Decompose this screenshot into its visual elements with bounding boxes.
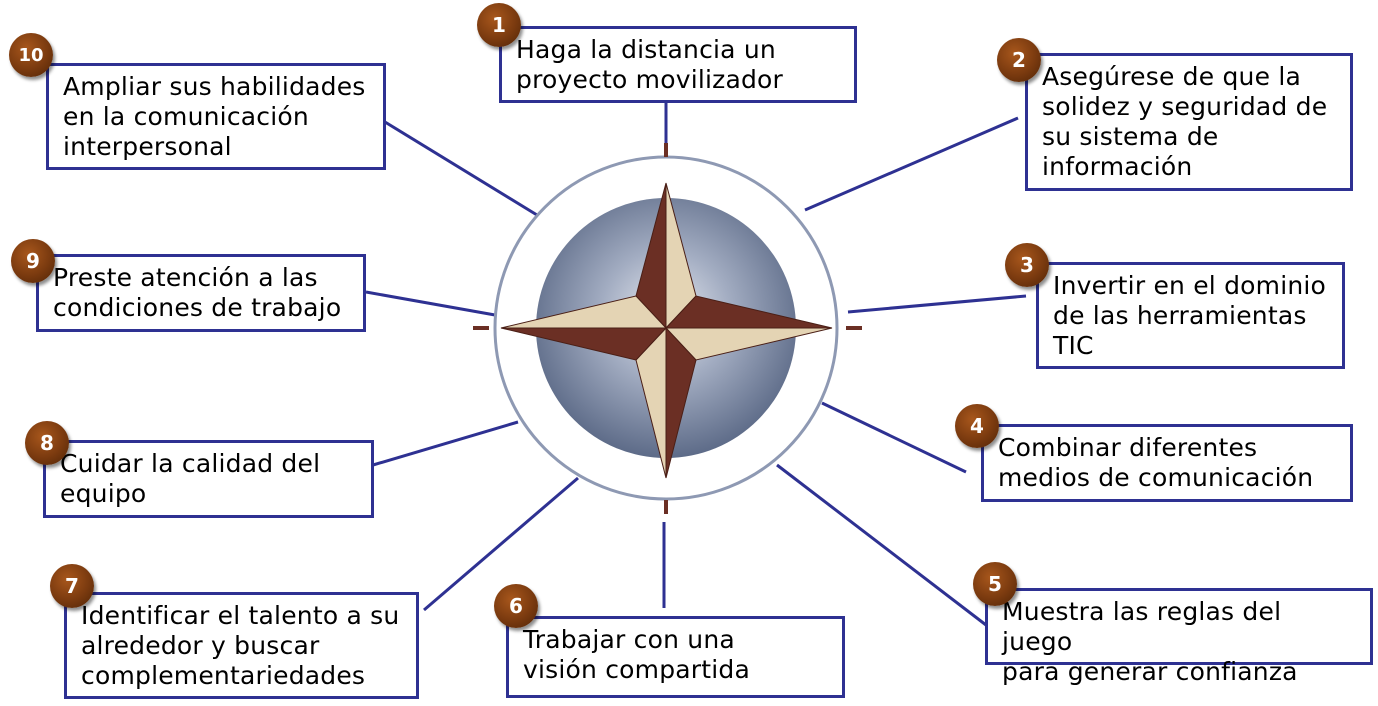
- node-10-text: Ampliar sus habilidades en la comunicaci…: [63, 72, 366, 161]
- connector-4: [821, 401, 967, 474]
- connector-7: [423, 476, 579, 612]
- node-9-number-badge: 9: [11, 239, 55, 283]
- node-7-box: Identificar el talento a su alrededor y …: [64, 592, 419, 699]
- node-6-number-badge: 6: [494, 584, 538, 628]
- node-5-box: Muestra las reglas del juego para genera…: [985, 588, 1373, 686]
- node-9-box: Preste atención a las condiciones de tra…: [36, 254, 366, 332]
- connector-3: [847, 294, 1027, 314]
- node-8-number-badge: 8: [25, 421, 69, 465]
- node-7-number-badge: 7: [50, 564, 94, 608]
- node-10-box: Ampliar sus habilidades en la comunicaci…: [46, 63, 386, 170]
- node-4-box: Combinar diferentes medios de comunicaci…: [981, 424, 1353, 502]
- node-5-number-badge: 5: [973, 562, 1017, 606]
- node-8-box: Cuidar la calidad del equipo: [43, 440, 374, 518]
- node-3-box: Invertir en el dominio de las herramient…: [1036, 262, 1345, 369]
- node-2-box: Asegúrese de que la solidez y seguridad …: [1025, 53, 1353, 191]
- compass-star: [500, 182, 833, 479]
- node-9-text: Preste atención a las condiciones de tra…: [53, 263, 342, 322]
- node-3-number-badge: 3: [1005, 243, 1049, 287]
- node-4-text: Combinar diferentes medios de comunicaci…: [998, 433, 1314, 492]
- connector-2: [804, 116, 1019, 212]
- connector-9: [365, 290, 496, 317]
- connector-lines: [365, 102, 1027, 627]
- node-4-number-badge: 4: [955, 404, 999, 448]
- connector-10: [384, 120, 538, 217]
- node-7-text: Identificar el talento a su alrededor y …: [81, 601, 400, 690]
- compass: [473, 143, 862, 514]
- node-2-number-badge: 2: [997, 38, 1041, 82]
- connector-5: [776, 463, 987, 627]
- compass-ticks: [473, 143, 862, 514]
- node-8-text: Cuidar la calidad del equipo: [60, 449, 321, 508]
- node-3-text: Invertir en el dominio de las herramient…: [1053, 271, 1327, 360]
- node-6-box: Trabajar con una visión compartida: [506, 616, 845, 698]
- node-2-text: Asegúrese de que la solidez y seguridad …: [1042, 62, 1328, 181]
- node-5-text: Muestra las reglas del juego para genera…: [1002, 597, 1298, 686]
- node-1-number-badge: 1: [477, 3, 521, 47]
- node-6-text: Trabajar con una visión compartida: [523, 625, 750, 684]
- node-10-number-badge: 10: [9, 33, 53, 77]
- connector-8: [372, 420, 519, 467]
- node-1-text: Haga la distancia un proyecto movilizado…: [516, 35, 784, 94]
- node-1-box: Haga la distancia un proyecto movilizado…: [499, 26, 857, 103]
